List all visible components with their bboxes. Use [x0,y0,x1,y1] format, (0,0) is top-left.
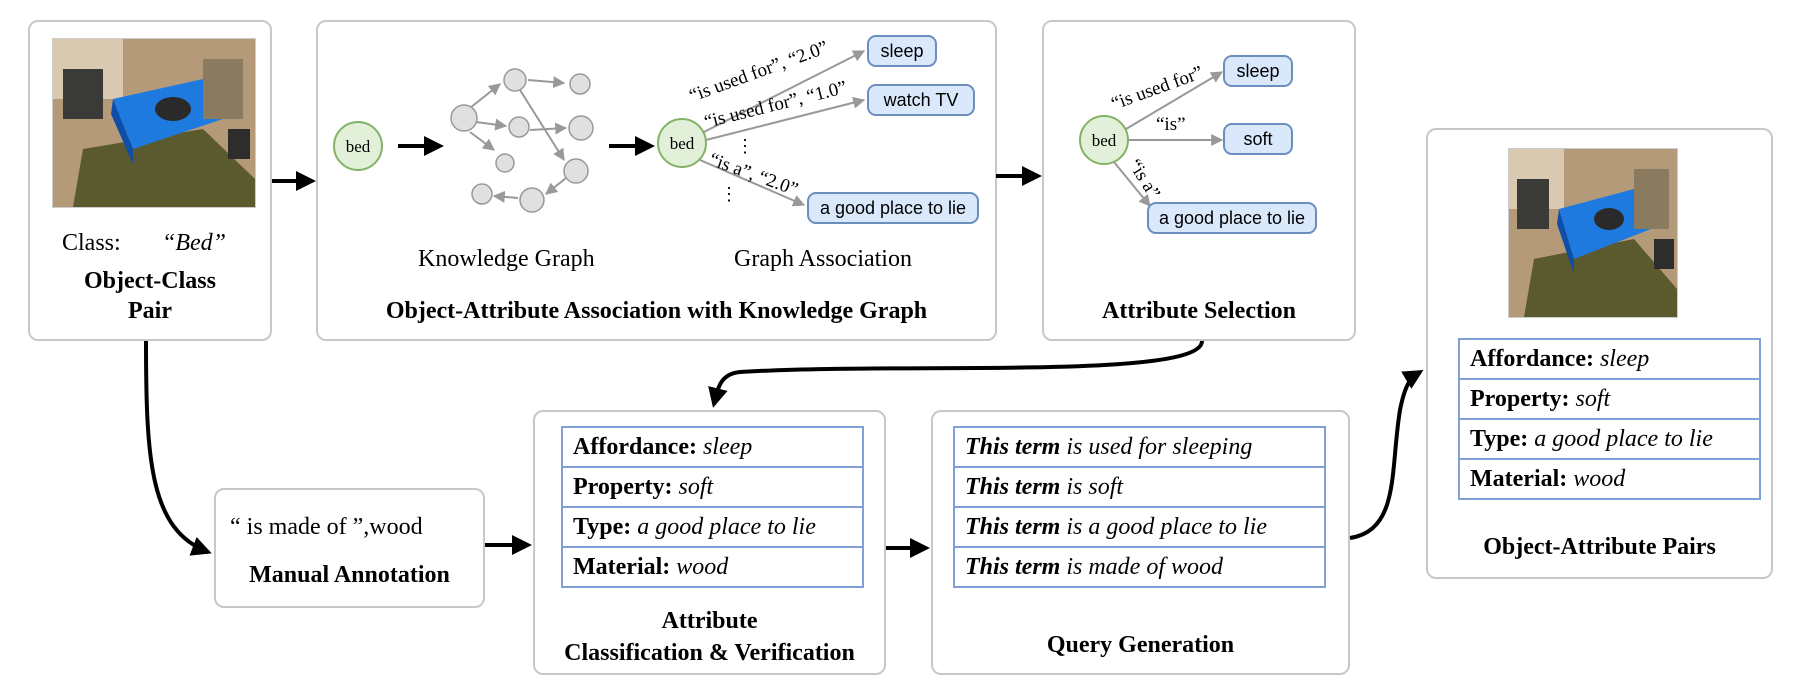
pairs-table: Affordance: sleep Property: soft Type: a… [1458,338,1761,500]
table-row: Property: soft [561,466,864,508]
query-term: This term [965,553,1061,580]
panel-title-line1: Object-Class [84,268,216,294]
row-value: sleep [702,433,753,460]
classification-table: Affordance: sleep Property: soft Type: a… [561,426,864,588]
row-value: wood [676,553,729,580]
table-row: Affordance: sleep [561,426,864,468]
row-value: sleep [1599,345,1650,372]
query-rest: is made of wood [1066,553,1224,580]
table-row: Material: wood [1458,458,1761,500]
knowledge-graph-caption: Knowledge Graph [418,246,595,272]
row-value: soft [1575,385,1611,412]
flow-arrow [708,340,1204,408]
panel-title: Object-Attribute Pairs [1483,534,1716,560]
query-rest: is a good place to lie [1066,513,1267,540]
panel-title: Query Generation [1046,632,1235,658]
table-row: Type: a good place to lie [561,506,864,548]
row-key: Property: [1470,385,1570,412]
graph-association-caption: Graph Association [734,246,912,272]
row-key: Type: [573,513,632,540]
panel-title: Object-Attribute Association with Knowle… [385,298,928,324]
query-term: This term [965,473,1061,500]
table-row: Affordance: sleep [1458,338,1761,380]
object-class-pair-panel: Class: “Bed” Object-Class Pair [28,20,272,341]
table-row: This term is used for sleeping [953,426,1326,468]
row-value: wood [1573,465,1626,492]
table-row: This term is soft [953,466,1326,508]
knowledge-graph-panel: Knowledge Graph Graph Association Object… [316,20,997,341]
class-value: “Bed” [162,230,227,256]
table-row: Property: soft [1458,378,1761,420]
attribute-selection-panel: Attribute Selection [1042,20,1356,341]
bed-scene-image [1508,148,1678,318]
panel-title-line2: Pair [128,298,172,324]
query-rest: is used for sleeping [1066,433,1253,460]
flow-arrow [1349,369,1424,540]
table-row: This term is a good place to lie [953,506,1326,548]
panel-title-line2: Classification & Verification [564,640,855,666]
object-attribute-pairs-panel: Affordance: sleep Property: soft Type: a… [1426,128,1773,579]
panel-title-line1: Attribute [661,608,758,634]
query-generation-panel: This term is used for sleeping This term… [931,410,1350,675]
attribute-classification-panel: Affordance: sleep Property: soft Type: a… [533,410,886,675]
query-rest: is soft [1066,473,1124,500]
row-key: Material: [573,553,671,580]
manual-annotation-panel: “ is made of ”,wood Manual Annotation [214,488,485,608]
row-key: Material: [1470,465,1568,492]
panel-title: Manual Annotation [249,562,450,588]
row-key: Affordance: [1470,345,1594,372]
class-label: Class: [62,230,121,256]
row-key: Affordance: [573,433,697,460]
row-key: Type: [1470,425,1529,452]
row-key: Property: [573,473,673,500]
row-value: a good place to lie [637,513,816,540]
table-row: Material: wood [561,546,864,588]
query-term: This term [965,433,1061,460]
table-row: Type: a good place to lie [1458,418,1761,460]
row-value: soft [678,473,714,500]
row-value: a good place to lie [1534,425,1713,452]
bed-scene-image [52,38,256,208]
table-row: This term is made of wood [953,546,1326,588]
query-table: This term is used for sleeping This term… [953,426,1326,588]
query-term: This term [965,513,1061,540]
panel-title: Attribute Selection [1102,298,1296,324]
manual-annotation-text: “ is made of ”,wood [230,514,423,540]
flow-arrow [144,340,212,556]
